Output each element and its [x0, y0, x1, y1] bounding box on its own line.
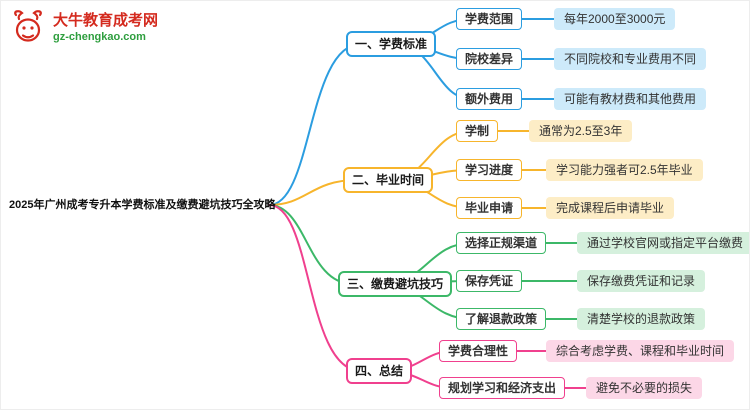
- sub-node: 院校差异: [456, 48, 523, 70]
- sub-node: 保存凭证: [456, 270, 523, 292]
- leaf-node: 避免不必要的损失: [586, 377, 703, 399]
- branch-summary: 四、总结: [346, 358, 413, 384]
- sub-node: 学制: [456, 120, 499, 142]
- leaf-node: 通常为2.5至3年: [529, 120, 633, 142]
- leaf-node: 清楚学校的退款政策: [577, 308, 706, 330]
- sub-node: 额外费用: [456, 88, 523, 110]
- sub-node: 选择正规渠道: [456, 232, 547, 254]
- leaf-node: 不同院校和专业费用不同: [554, 48, 707, 70]
- leaf-node: 保存缴费凭证和记录: [577, 270, 706, 292]
- leaf-node: 完成课程后申请毕业: [546, 197, 675, 219]
- sub-node: 学费合理性: [439, 340, 518, 362]
- bull-icon: [14, 10, 42, 42]
- branch-tuition-standard: 一、学费标准: [346, 31, 437, 57]
- site-url: gz-chengkao.com: [53, 31, 146, 43]
- leaf-node: 可能有教材费和其他费用: [554, 88, 707, 110]
- sub-node: 学习进度: [456, 159, 523, 181]
- leaf-node: 学习能力强者可2.5年毕业: [546, 159, 703, 181]
- sub-node: 学费范围: [456, 8, 523, 30]
- leaf-node: 通过学校官网或指定平台缴费: [577, 232, 749, 254]
- sub-node: 了解退款政策: [456, 308, 547, 330]
- central-topic: 2025年广州成考专升本学费标准及缴费避坑技巧全攻略: [9, 199, 276, 211]
- sub-node: 毕业申请: [456, 197, 523, 219]
- logo: 大牛教育成考网 gz-chengkao.com: [9, 9, 158, 47]
- leaf-node: 综合考虑学费、课程和毕业时间: [546, 340, 735, 362]
- site-name: 大牛教育成考网: [53, 12, 159, 29]
- branch-payment-tips: 三、缴费避坑技巧: [338, 271, 453, 297]
- sub-node: 规划学习和经济支出: [439, 377, 566, 399]
- leaf-node: 每年2000至3000元: [554, 8, 676, 30]
- logo-text: 大牛教育成考网 gz-chengkao.com: [53, 12, 158, 44]
- branch-graduation-time: 二、毕业时间: [343, 167, 434, 193]
